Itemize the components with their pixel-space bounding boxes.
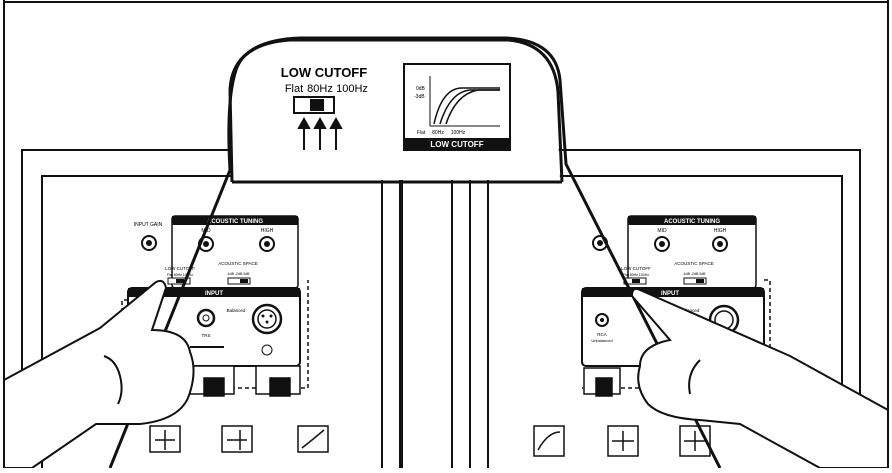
low-cutoff-options-right: Flat 80Hz 100Hz	[623, 273, 649, 277]
mid-label-right: MID	[657, 228, 667, 234]
right-bottom-graphs	[533, 425, 711, 457]
callout-arrows	[297, 116, 343, 150]
acoustic-space-options: -4dB -2dB 0dB	[227, 272, 251, 276]
high-label-right: HIGH	[714, 228, 727, 234]
right-monitor-cabinet	[451, 149, 861, 468]
right-dashed-link	[582, 279, 771, 389]
input-label: INPUT	[205, 291, 223, 297]
callout-option-80hz: 80Hz	[307, 83, 333, 95]
left-hand-illustration	[3, 279, 195, 469]
low-cutoff-label: LOW CUTOFF	[165, 266, 195, 271]
graph-0db-label: 0dB	[416, 86, 426, 92]
callout-graph-caption: LOW CUTOFF	[430, 140, 483, 149]
rca-label-right: RCA	[597, 332, 607, 337]
callout-graph-caption-bar	[404, 138, 510, 150]
graph-x-100hz: 100Hz	[451, 130, 466, 136]
left-monitor-cabinet	[21, 149, 403, 468]
callout-switch-title: LOW CUTOFF	[281, 65, 367, 80]
acoustic-space-switch[interactable]	[227, 277, 251, 285]
acoustic-space-label: ACOUSTIC SPACE	[218, 261, 257, 266]
trs-label: TRS	[202, 333, 211, 338]
graph-3db-label: -3dB	[414, 94, 425, 100]
balanced-label: Balanced	[227, 308, 246, 313]
curve-100hz	[445, 89, 500, 125]
callout-graph-frame	[403, 63, 511, 151]
acoustic-space-switch-right[interactable]	[683, 277, 707, 285]
input-gain-label: INPUT GAIN	[134, 222, 163, 228]
curve-80hz	[439, 89, 500, 125]
callout-option-flat: Flat	[285, 83, 303, 95]
callout-bubble-outline	[228, 38, 564, 183]
graph-x-80hz: 80Hz	[432, 130, 444, 136]
high-label: HIGH	[261, 228, 274, 234]
input-label-right: INPUT	[661, 291, 679, 297]
callout-option-100hz: 100Hz	[336, 83, 368, 95]
unbalanced-label-right: Unbalanced	[591, 338, 612, 343]
acoustic-tuning-header	[172, 216, 298, 225]
curve-flat	[433, 87, 500, 125]
acoustic-space-options-right: -4dB -2dB 0dB	[683, 272, 707, 276]
acoustic-tuning-label: ACOUSTIC TUNING	[207, 219, 263, 225]
low-cutoff-options: Flat 80Hz 100Hz	[167, 273, 193, 277]
acoustic-tuning-label-right: ACOUSTIC TUNING	[664, 219, 720, 225]
xlr-pin-diagram	[261, 344, 273, 356]
low-cutoff-label-right: LOW CUTOFF	[621, 266, 651, 271]
right-hand-illustration	[630, 287, 889, 469]
callout-switch-slider[interactable]	[310, 99, 324, 111]
acoustic-space-label-right: ACOUSTIC SPACE	[674, 261, 713, 266]
balanced-label-right: Balanced	[681, 308, 700, 313]
left-bottom-graphs	[149, 425, 329, 453]
graph-x-flat: Flat	[417, 130, 426, 136]
input-header	[128, 288, 300, 297]
left-control-panel: ACOUSTIC TUNING INPUT GAIN MID HIGH LOW …	[121, 215, 329, 453]
